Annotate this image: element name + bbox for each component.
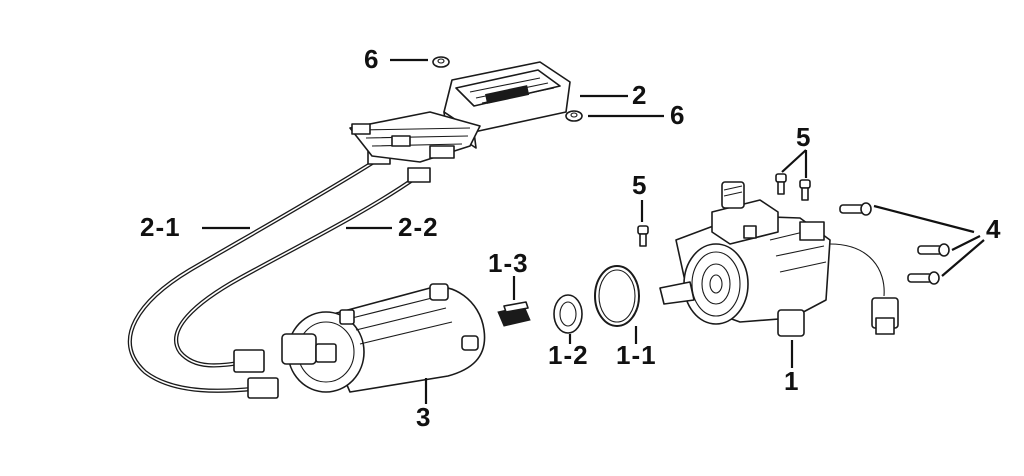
electric-motor [281,283,486,393]
bolt-left [637,225,649,247]
callout-1-2: 1-2 [548,340,589,370]
callout-6-right: 6 [670,100,685,130]
callout-2: 2 [632,80,647,110]
bolt-top-a [775,173,787,195]
gearbox-housing [659,181,899,337]
o-ring [594,265,640,327]
nut-right [565,110,583,122]
control-unit [349,61,571,163]
callout-2-1: 2-1 [140,212,181,242]
callout-1-1: 1-1 [616,340,657,370]
callout-5-left: 5 [632,170,647,200]
callout-3: 3 [416,402,431,432]
callout-2-2: 2-2 [398,212,439,242]
bolt-top-b [799,179,811,201]
screw-top [839,202,872,216]
callout-4: 4 [986,214,1001,244]
callout-5-top: 5 [796,122,811,152]
callout-1-3: 1-3 [488,248,529,278]
washer [553,294,583,334]
leader-lines [202,58,985,404]
screw-bottom [907,271,940,285]
screw-middle [917,243,950,257]
shim-plate [497,301,531,327]
callout-1: 1 [784,366,799,396]
nut-top [432,56,450,68]
callout-6-top: 6 [364,44,379,74]
